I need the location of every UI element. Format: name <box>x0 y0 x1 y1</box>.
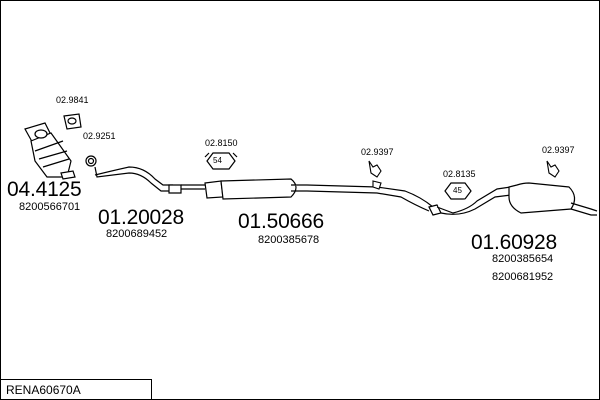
part-reference: 8200385654 <box>492 253 554 265</box>
part-number: 01.50666 <box>238 210 324 233</box>
hanger-drawing-right <box>546 160 560 178</box>
clamp-54-drawing <box>204 152 238 170</box>
clamp-45-drawing <box>444 182 472 200</box>
rear-silencer-drawing <box>428 182 598 216</box>
clamp-code: 02.8135 <box>443 169 476 179</box>
part-number: 01.20028 <box>98 206 184 229</box>
middle-silencer-drawing <box>181 178 434 212</box>
clamp-code: 02.9397 <box>542 145 575 155</box>
clamp-size: 45 <box>453 186 462 195</box>
part-number: 04.4125 <box>7 178 82 201</box>
front-pipe-drawing <box>94 166 182 194</box>
clamp-code: 02.8150 <box>205 138 238 148</box>
part-reference: 8200385678 <box>258 234 320 246</box>
hanger-drawing-left <box>368 160 382 190</box>
part-reference: 8200566701 <box>19 201 81 213</box>
part-reference: 8200681952 <box>492 271 554 283</box>
catalytic-converter-drawing <box>24 122 76 180</box>
ring-drawing <box>85 155 97 167</box>
clamp-size: 54 <box>213 156 222 165</box>
part-reference: 8200689452 <box>106 228 168 240</box>
diagram-code-box: RENA60670A <box>0 379 152 400</box>
part-number: 01.60928 <box>471 231 557 254</box>
diagram-code: RENA60670A <box>6 383 81 397</box>
clamp-code: 02.9841 <box>56 95 89 105</box>
gasket-drawing <box>63 113 82 130</box>
clamp-code: 02.9397 <box>361 147 394 157</box>
clamp-code: 02.9251 <box>83 131 116 141</box>
